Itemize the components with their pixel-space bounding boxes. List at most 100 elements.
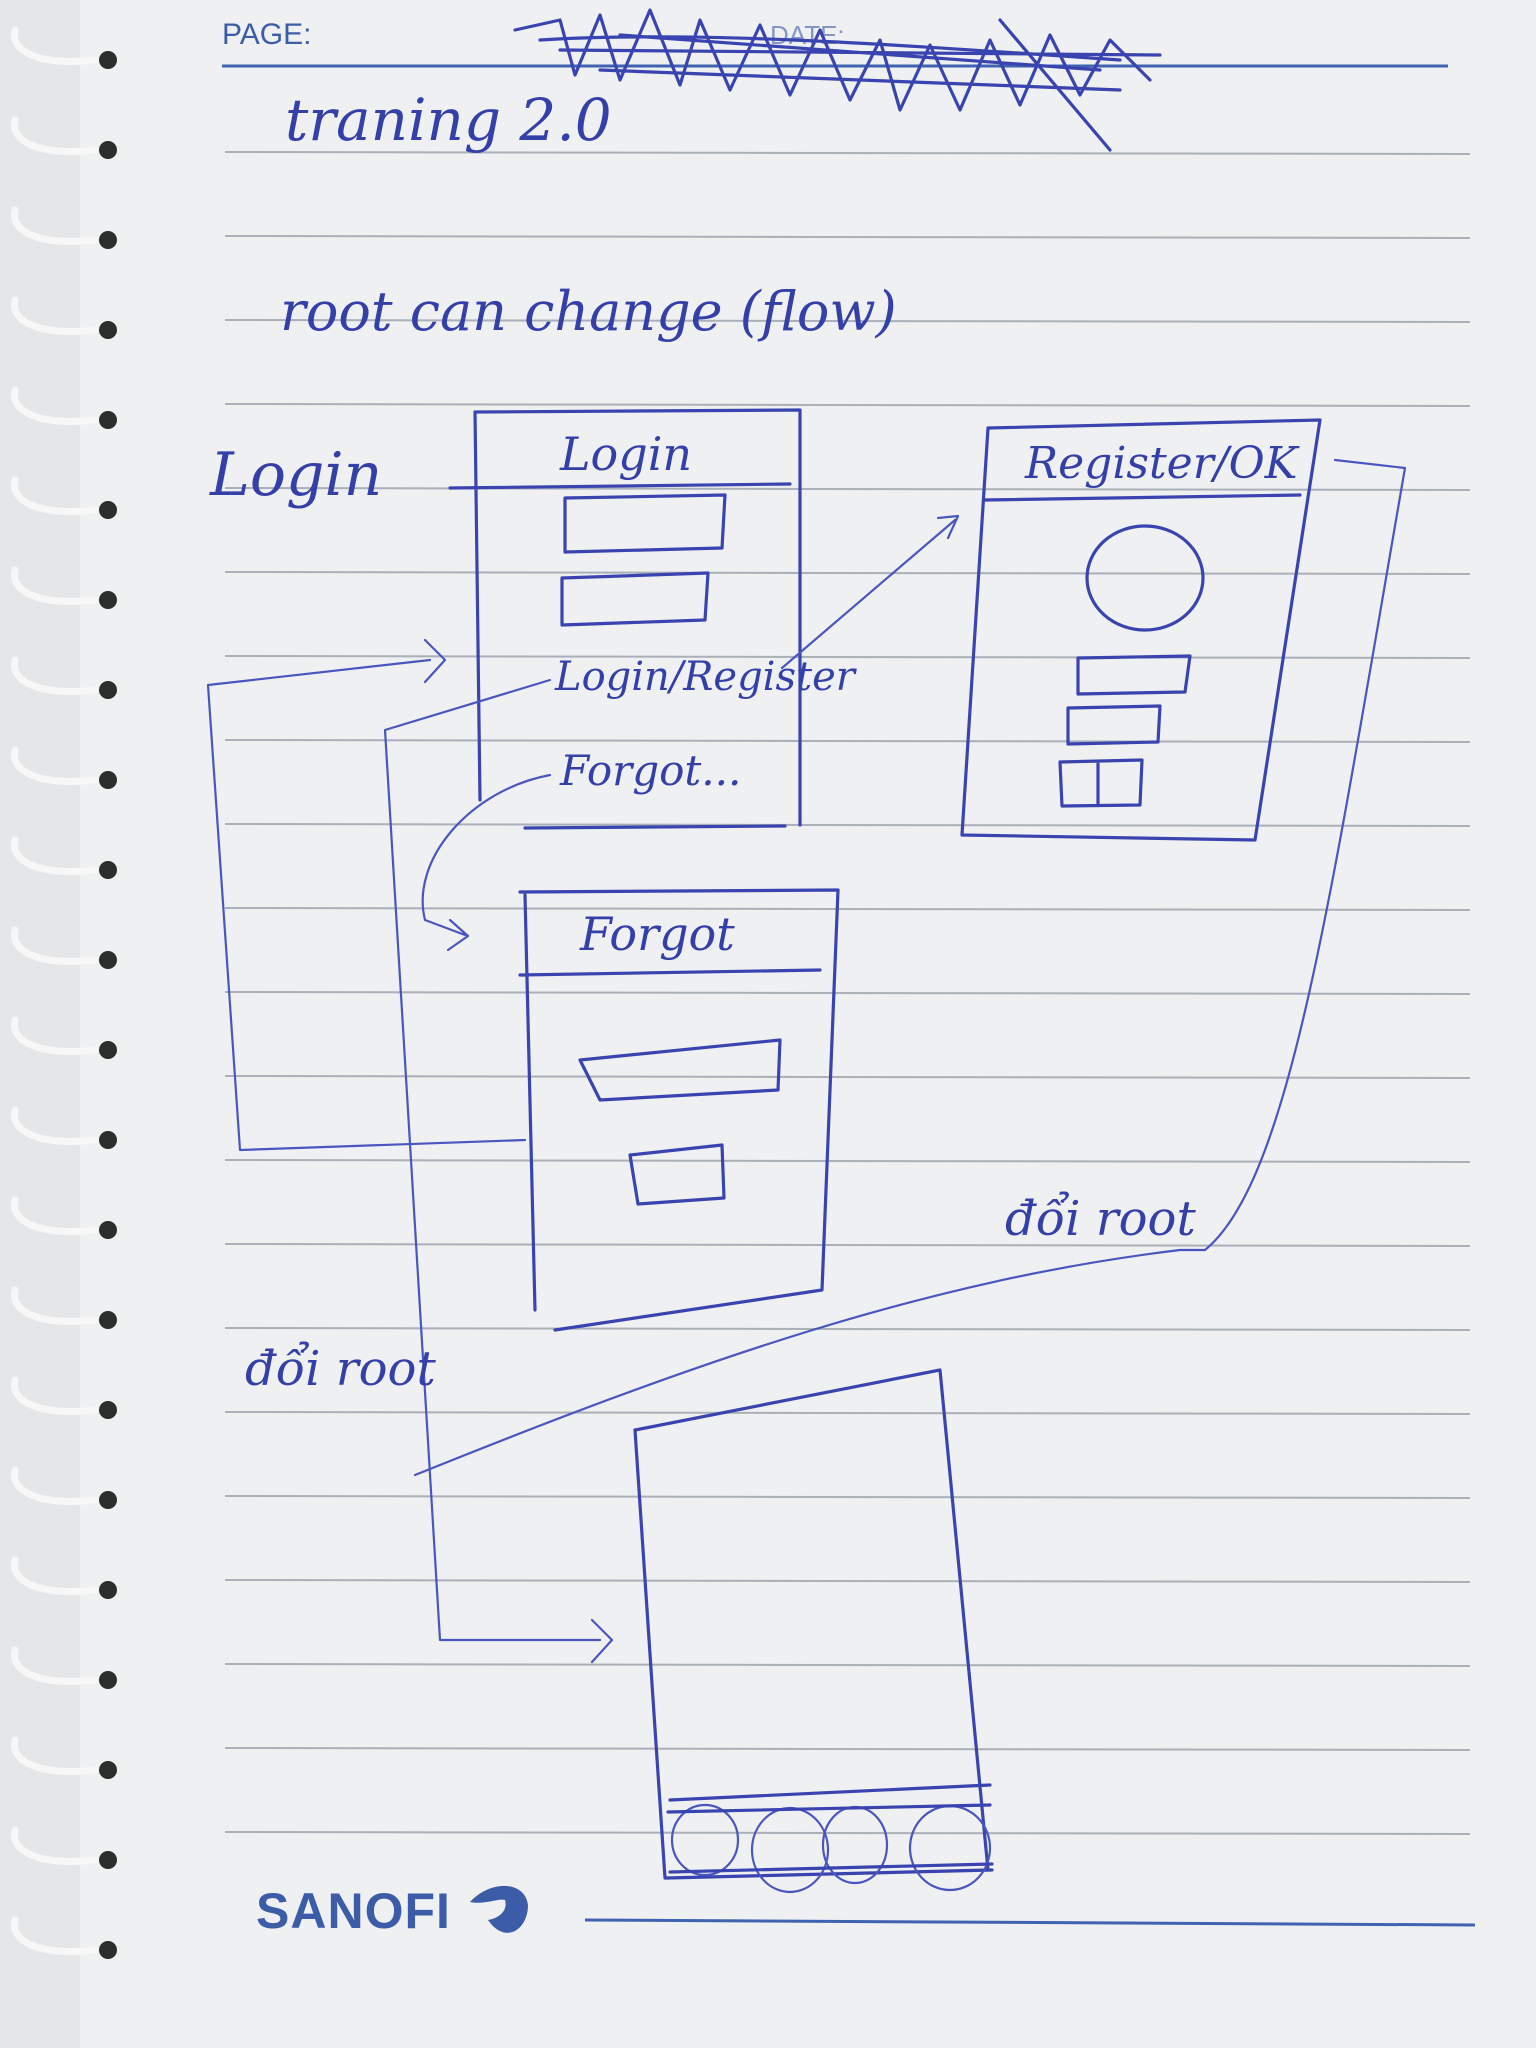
binding-hole — [99, 1221, 117, 1239]
ruled-lines — [224, 151, 1471, 1835]
ruled-line — [224, 571, 1471, 575]
binding-hole — [99, 141, 117, 159]
ruled-line — [224, 403, 1471, 407]
spiral-ring — [11, 476, 99, 515]
arrow-login-to-register — [780, 514, 960, 670]
crossed-out-date: DATE: — [513, 8, 1162, 152]
register-button — [1058, 758, 1144, 808]
paper-sheet — [70, 0, 1536, 2048]
ruled-line — [224, 151, 1471, 155]
forgot-submit-button — [628, 1143, 726, 1206]
ruled-line — [224, 1747, 1471, 1751]
page-label: PAGE: — [222, 18, 311, 51]
ruled-line — [224, 655, 1471, 659]
ruled-line — [224, 1579, 1471, 1583]
binding-hole — [99, 321, 117, 339]
spiral-ring — [11, 926, 99, 965]
binding-hole — [99, 591, 117, 609]
binding-hole — [99, 1311, 117, 1329]
ruled-line — [224, 739, 1471, 743]
register-field-1 — [1076, 654, 1192, 696]
binding-hole — [99, 861, 117, 879]
spiral-ring — [11, 1286, 99, 1325]
binding-hole — [99, 771, 117, 789]
ruled-line — [224, 235, 1471, 239]
forgot-screen-title: Forgot — [579, 907, 735, 961]
binding-hole — [99, 1581, 117, 1599]
spiral-ring — [11, 386, 99, 425]
login-screen-title: Login — [559, 427, 692, 481]
login-screen: Login Login/Register Forgot... — [448, 408, 858, 830]
spiral-ring — [11, 1466, 99, 1505]
ruled-line — [224, 487, 1471, 491]
date-label: DATE: — [770, 20, 845, 50]
register-screen-title: Register/OK — [1024, 438, 1300, 489]
main-screen — [633, 1368, 994, 1894]
spiral-ring — [11, 1106, 99, 1145]
binding-hole — [99, 1041, 117, 1059]
ruled-line — [224, 1663, 1471, 1667]
spiral-ring — [11, 1556, 99, 1595]
ruled-line — [224, 991, 1471, 995]
ruled-line — [224, 1831, 1471, 1835]
spiral-ring — [11, 1736, 99, 1775]
binding-hole — [99, 1851, 117, 1869]
spiral-ring — [11, 26, 99, 65]
avatar-placeholder — [1085, 524, 1205, 632]
binding-hole — [99, 1761, 117, 1779]
main-screen-frame — [633, 1368, 994, 1880]
spiral-ring — [11, 1646, 99, 1685]
flow-arrows — [206, 458, 1407, 1664]
spiral-ring — [11, 1916, 99, 1955]
binding-hole — [99, 951, 117, 969]
spiral-ring — [11, 1826, 99, 1865]
arrow-login-to-main — [383, 678, 614, 1664]
spiral-ring — [11, 116, 99, 155]
brand-logo-text: SANOFI — [256, 1883, 451, 1939]
binding-hole — [99, 1671, 117, 1689]
change-root-right-label: đổi root — [1005, 1191, 1196, 1247]
ruled-line — [224, 319, 1471, 323]
spiral-binding — [11, 26, 117, 1959]
sanofi-bird-icon — [470, 1885, 528, 1933]
login-password-field — [560, 571, 710, 627]
spiral-ring — [11, 746, 99, 785]
tab-bar — [666, 1803, 994, 1894]
login-screen-frame — [448, 408, 802, 830]
footer-line — [584, 1918, 1476, 1927]
spiral-ring — [11, 836, 99, 875]
forgot-link: Forgot... — [559, 746, 741, 795]
login-register-link: Login/Register — [554, 654, 858, 700]
forgot-screen-frame — [518, 888, 840, 1332]
section-label: Login — [209, 440, 382, 510]
spiral-ring — [11, 566, 99, 605]
forgot-screen: Forgot — [518, 888, 840, 1332]
arrow-login-to-forgot — [421, 773, 552, 952]
tab-bar-strike — [666, 1803, 994, 1874]
spiral-ring — [11, 1016, 99, 1055]
spiral-ring — [11, 656, 99, 695]
register-screen: Register/OK — [960, 418, 1322, 842]
login-username-field — [563, 493, 727, 554]
ruled-line — [224, 1327, 1471, 1331]
change-root-left-label: đổi root — [245, 1341, 436, 1397]
spiral-ring — [11, 1376, 99, 1415]
binding-hole — [99, 681, 117, 699]
binding-hole — [99, 1941, 117, 1959]
arrow-register-to-main — [413, 458, 1407, 1477]
forgot-email-field — [578, 1038, 782, 1102]
binding-hole — [99, 501, 117, 519]
binding-hole — [99, 1131, 117, 1149]
binding-hole — [99, 51, 117, 69]
arrow-forgot-back-to-login — [206, 638, 527, 1152]
ruled-line — [224, 823, 1471, 827]
ruled-line — [224, 1495, 1471, 1499]
ruled-line — [224, 1159, 1471, 1163]
ruled-line — [224, 907, 1471, 911]
register-field-2 — [1066, 704, 1162, 746]
page-title: traning 2.0 — [285, 86, 612, 154]
register-screen-frame — [960, 418, 1322, 842]
binding-hole — [99, 1401, 117, 1419]
